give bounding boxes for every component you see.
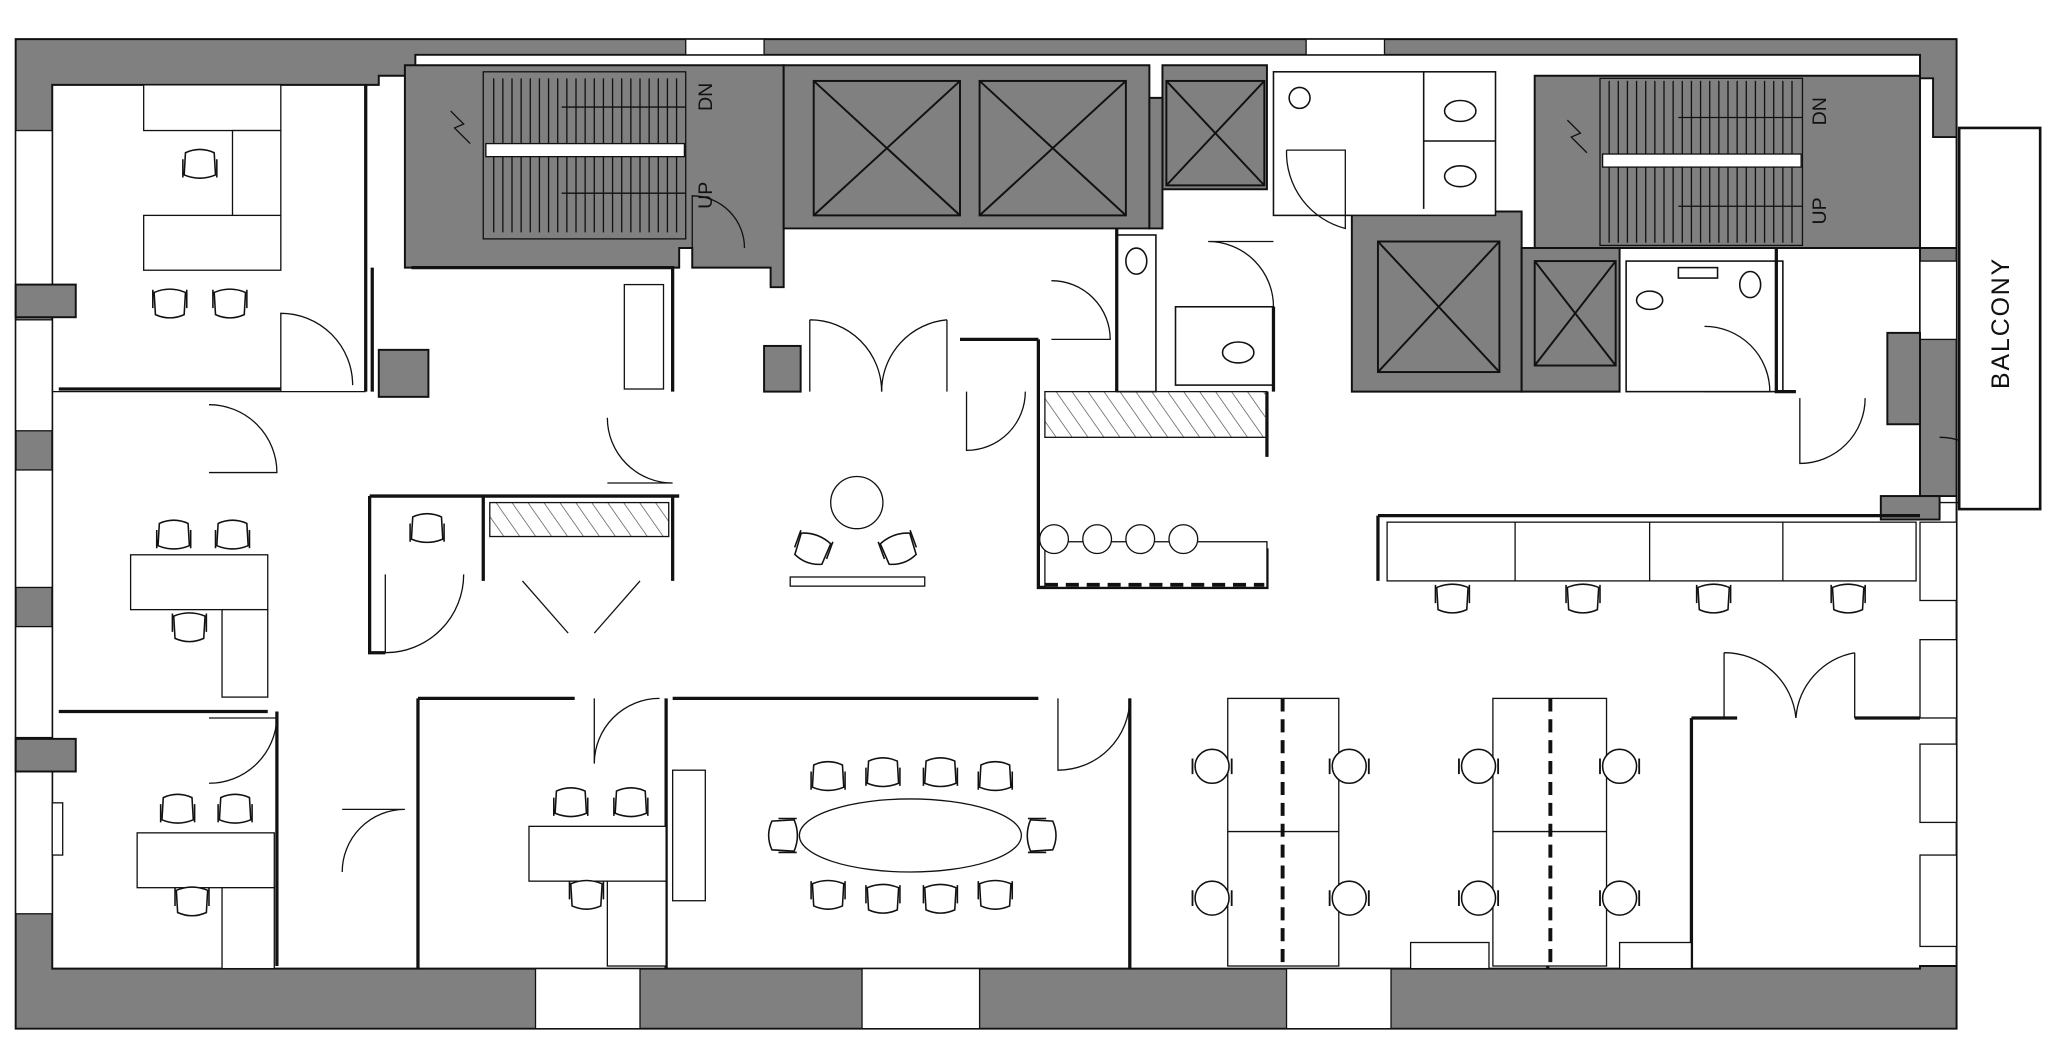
doors	[208, 149, 2006, 873]
elevator-cars	[812, 79, 1617, 374]
stair-right-up-label: UP	[1809, 197, 1831, 224]
stair-left	[450, 71, 687, 240]
hatched-counter-left	[489, 501, 670, 538]
chairs	[152, 148, 1866, 917]
dashed-partitions	[1044, 582, 1553, 967]
stair-left-dn-label: DN	[695, 83, 717, 111]
hatched-counter-right	[1044, 390, 1268, 438]
stair-left-up-label: UP	[695, 182, 717, 209]
balcony-area	[1957, 126, 2042, 511]
balcony-label: BALCONY	[1988, 257, 2015, 389]
stair-right	[1566, 77, 1804, 247]
stair-right-dn-label: DN	[1809, 97, 1831, 125]
exterior-walls	[14, 38, 1958, 1030]
